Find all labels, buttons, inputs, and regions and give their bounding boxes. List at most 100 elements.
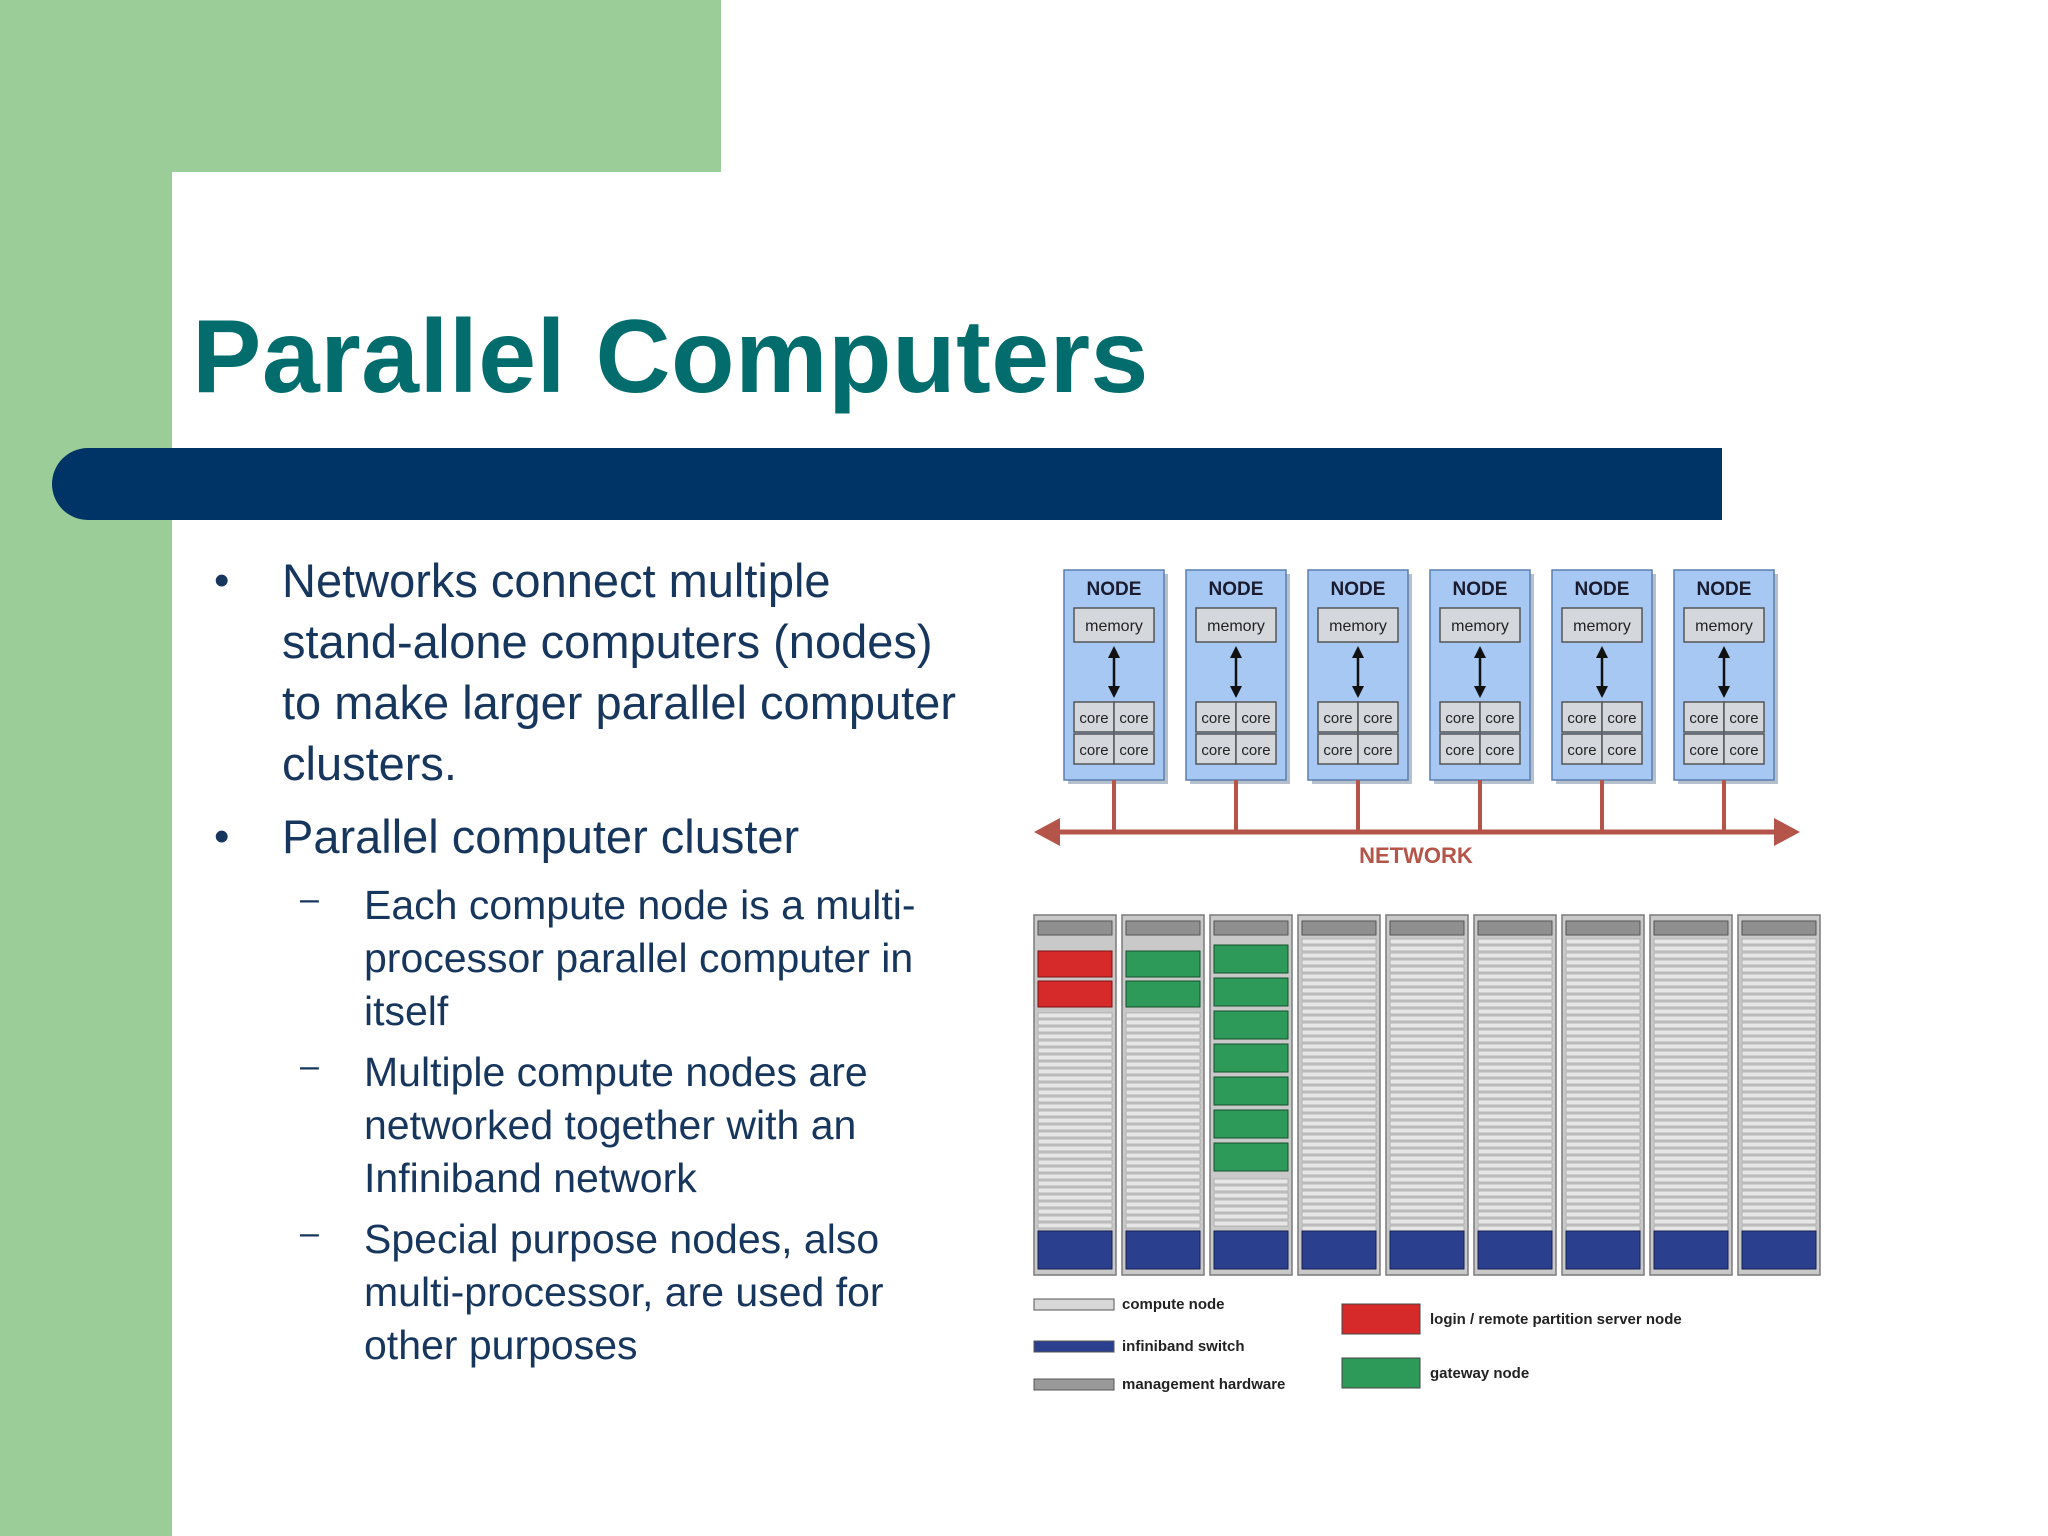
management-unit <box>1213 920 1289 936</box>
arrow-down-icon <box>1474 686 1486 698</box>
compute-node-unit <box>1565 1099 1641 1106</box>
core-label: core <box>1485 710 1514 727</box>
compute-node-unit <box>1125 1117 1201 1124</box>
gateway-node-unit <box>1213 1043 1289 1073</box>
compute-node-unit <box>1125 1019 1201 1026</box>
compute-node-unit <box>1741 1120 1817 1127</box>
compute-node-unit <box>1125 1054 1201 1061</box>
compute-node-unit <box>1741 1127 1817 1134</box>
compute-node-unit <box>1389 1197 1465 1204</box>
compute-node-unit <box>1125 1089 1201 1096</box>
compute-node-unit <box>1741 1218 1817 1225</box>
compute-node-unit <box>1125 1124 1201 1131</box>
compute-node-unit <box>1301 1225 1377 1232</box>
compute-node-unit <box>1477 1029 1553 1036</box>
compute-node-unit <box>1653 1225 1729 1232</box>
compute-node-unit <box>1301 1057 1377 1064</box>
core-label: core <box>1119 742 1148 759</box>
compute-node-unit <box>1741 1029 1817 1036</box>
compute-node-unit <box>1653 1043 1729 1050</box>
compute-node-unit <box>1213 1220 1289 1227</box>
compute-node-unit <box>1741 1169 1817 1176</box>
core-label: core <box>1241 710 1270 727</box>
compute-node-unit <box>1653 1134 1729 1141</box>
compute-node-unit <box>1653 945 1729 952</box>
compute-node-unit <box>1301 1022 1377 1029</box>
compute-node-unit <box>1389 1225 1465 1232</box>
compute-node-unit <box>1389 1204 1465 1211</box>
infiniband-switch-unit <box>1125 1230 1201 1270</box>
compute-node-unit <box>1301 980 1377 987</box>
core-box <box>1561 701 1603 733</box>
compute-node-unit <box>1125 1159 1201 1166</box>
compute-node-unit <box>1301 1078 1377 1085</box>
compute-node-unit <box>1565 945 1641 952</box>
compute-node-unit <box>1477 1113 1553 1120</box>
core-box <box>1235 701 1277 733</box>
arrow-down-icon <box>1718 686 1730 698</box>
compute-node-unit <box>1653 1050 1729 1057</box>
core-label: core <box>1079 710 1108 727</box>
core-label: core <box>1567 710 1596 727</box>
compute-node-unit <box>1301 1092 1377 1099</box>
compute-node-unit <box>1477 1057 1553 1064</box>
arrow-up-icon <box>1474 646 1486 658</box>
compute-node-unit <box>1125 1096 1201 1103</box>
compute-node-unit <box>1565 1085 1641 1092</box>
infiniband-switch-unit <box>1213 1230 1289 1270</box>
compute-node-unit <box>1653 938 1729 945</box>
compute-node-unit <box>1565 1169 1641 1176</box>
compute-node-unit <box>1037 1159 1113 1166</box>
sub-bullet-line: Infiniband network <box>364 1155 697 1201</box>
compute-node-unit <box>1125 1138 1201 1145</box>
compute-node-unit <box>1565 1078 1641 1085</box>
compute-node-unit <box>1125 1026 1201 1033</box>
compute-node-unit <box>1741 952 1817 959</box>
compute-node-unit <box>1741 980 1817 987</box>
compute-node-unit <box>1213 1206 1289 1213</box>
infiniband-switch-unit <box>1037 1230 1113 1270</box>
management-hardware-icon <box>1033 1378 1115 1391</box>
compute-node-unit <box>1653 1155 1729 1162</box>
core-label: core <box>1363 742 1392 759</box>
compute-node-unit <box>1389 1029 1465 1036</box>
compute-node-unit <box>1477 1099 1553 1106</box>
compute-node-unit <box>1565 1211 1641 1218</box>
compute-node-unit <box>1741 1064 1817 1071</box>
compute-node-unit <box>1477 1071 1553 1078</box>
compute-node-unit <box>1389 1148 1465 1155</box>
sub-bullet-line: Multiple compute nodes are <box>364 1049 868 1095</box>
compute-node-unit <box>1301 1106 1377 1113</box>
compute-node-unit <box>1125 1131 1201 1138</box>
compute-node-unit <box>1389 1211 1465 1218</box>
compute-node-unit <box>1389 1085 1465 1092</box>
legend-label: compute node <box>1122 1296 1225 1313</box>
compute-node-unit <box>1389 1001 1465 1008</box>
compute-node-unit <box>1653 1197 1729 1204</box>
compute-node-unit <box>1741 1162 1817 1169</box>
arrow-up-icon <box>1352 646 1364 658</box>
compute-node-unit <box>1301 1050 1377 1057</box>
compute-node-unit <box>1741 1085 1817 1092</box>
compute-node-unit <box>1741 1113 1817 1120</box>
compute-node-unit <box>1565 1029 1641 1036</box>
compute-node-unit <box>1477 1190 1553 1197</box>
compute-node-unit <box>1565 1015 1641 1022</box>
compute-node-unit <box>1653 1022 1729 1029</box>
infiniband-switch-unit <box>1741 1230 1817 1270</box>
compute-node-unit <box>1741 1057 1817 1064</box>
compute-node-unit <box>1125 1222 1201 1229</box>
compute-node-unit <box>1037 1173 1113 1180</box>
core-box <box>1439 733 1481 765</box>
core-box <box>1601 701 1643 733</box>
node-label: NODE <box>1087 579 1142 600</box>
compute-node-unit <box>1653 1113 1729 1120</box>
management-unit <box>1653 920 1729 936</box>
arrow-down-icon <box>1108 686 1120 698</box>
compute-node-unit <box>1389 1183 1465 1190</box>
compute-node-unit <box>1477 1148 1553 1155</box>
compute-node-unit <box>1125 1047 1201 1054</box>
compute-node-unit <box>1125 1215 1201 1222</box>
node-label: NODE <box>1453 579 1508 600</box>
